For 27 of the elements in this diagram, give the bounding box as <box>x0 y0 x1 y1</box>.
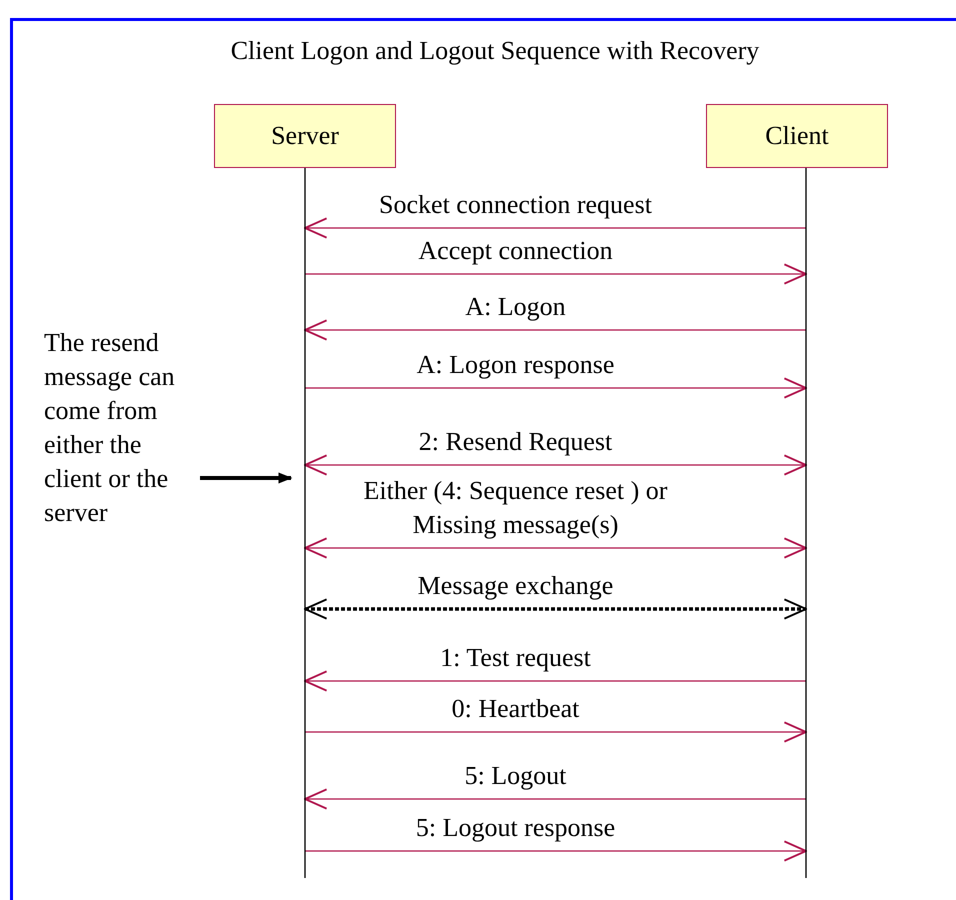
message-label: 5: Logout response <box>414 812 616 844</box>
message-label: Socket connection request <box>378 189 653 221</box>
message-label: 2: Resend Request <box>418 426 614 458</box>
arrow <box>304 598 807 620</box>
note-text: The resend message can come from either the client or the server <box>44 326 196 530</box>
arrow <box>304 217 806 239</box>
participant-box: Client <box>706 104 888 168</box>
message-label: Accept connection <box>417 235 614 267</box>
diagram-title: Client Logon and Logout Sequence with Recovery <box>230 36 760 66</box>
arrow <box>304 319 806 341</box>
arrow <box>305 721 807 743</box>
message-label: 1: Test request <box>439 642 592 674</box>
arrow <box>304 788 806 810</box>
arrow <box>305 377 807 399</box>
message-label: 5: Logout <box>464 760 568 792</box>
message-label: A: Logon response <box>416 349 616 381</box>
arrow <box>304 454 807 476</box>
participant-box: Server <box>214 104 396 168</box>
message-label: 0: Heartbeat <box>450 693 580 725</box>
arrow <box>304 670 806 692</box>
message-label: A: Logon <box>464 291 567 323</box>
message-label: Message exchange <box>416 570 614 602</box>
message-label: Either (4: Sequence reset ) or Missing message(s) <box>362 475 668 541</box>
arrow <box>304 537 807 559</box>
arrow <box>305 263 807 285</box>
arrow <box>305 840 807 862</box>
arrow <box>200 472 292 484</box>
